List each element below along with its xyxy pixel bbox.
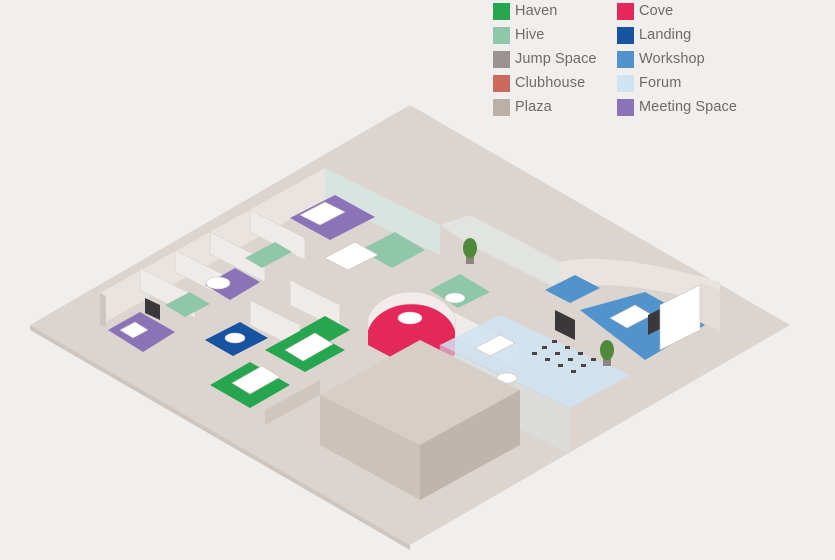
screen-icon [555, 310, 575, 340]
plant-icon [463, 238, 477, 264]
legend-label: Haven [515, 3, 558, 19]
zone-hive-4 [165, 292, 210, 317]
legend-item-forum: Forum [617, 74, 681, 92]
legend-item-jump-space: Jump Space [493, 50, 597, 68]
floor-slab-edge [30, 325, 410, 550]
plant-icon [600, 340, 614, 366]
legend-swatch [493, 26, 510, 44]
legend-label: Forum [639, 75, 682, 91]
legend-label: Hive [515, 27, 545, 43]
zone-workshop-2 [545, 275, 600, 303]
legend-label: Cove [639, 3, 674, 19]
legend-label: Jump Space [515, 51, 597, 67]
legend-swatch [617, 26, 634, 44]
legend-swatch [493, 98, 510, 116]
screen-icon [145, 298, 160, 320]
legend-label: Clubhouse [515, 75, 586, 91]
legend-label: Landing [639, 27, 692, 43]
legend-swatch [493, 50, 510, 68]
blocks [265, 340, 520, 500]
zone-meeting-2 [205, 268, 260, 300]
legend-item-hive: Hive [493, 26, 544, 44]
legend-swatch [493, 74, 510, 92]
legend: Haven Hive Jump Space Clubhouse Plaza Co… [493, 2, 823, 120]
legend-item-cove: Cove [617, 2, 673, 20]
legend-item-plaza: Plaza [493, 98, 552, 116]
legend-label: Workshop [639, 51, 705, 67]
zone-forum [440, 315, 630, 408]
legend-swatch [617, 74, 634, 92]
legend-item-landing: Landing [617, 26, 691, 44]
legend-item-meeting-space: Meeting Space [617, 98, 737, 116]
legend-item-haven: Haven [493, 2, 557, 20]
cove-wall [367, 291, 456, 331]
furniture [119, 201, 653, 395]
legend-swatch [493, 2, 510, 20]
shelving [659, 284, 701, 351]
legend-swatch [617, 2, 634, 20]
legend-swatch [617, 50, 634, 68]
legend-swatch [617, 98, 634, 116]
legend-item-clubhouse: Clubhouse [493, 74, 585, 92]
zone-hive-1 [245, 242, 292, 268]
forum-chairs [532, 340, 596, 373]
zone-hive-3 [430, 274, 490, 308]
legend-label: Meeting Space [639, 99, 738, 115]
legend-label: Plaza [515, 99, 552, 115]
zone-hive-2 [360, 232, 425, 268]
legend-item-workshop: Workshop [617, 50, 705, 68]
